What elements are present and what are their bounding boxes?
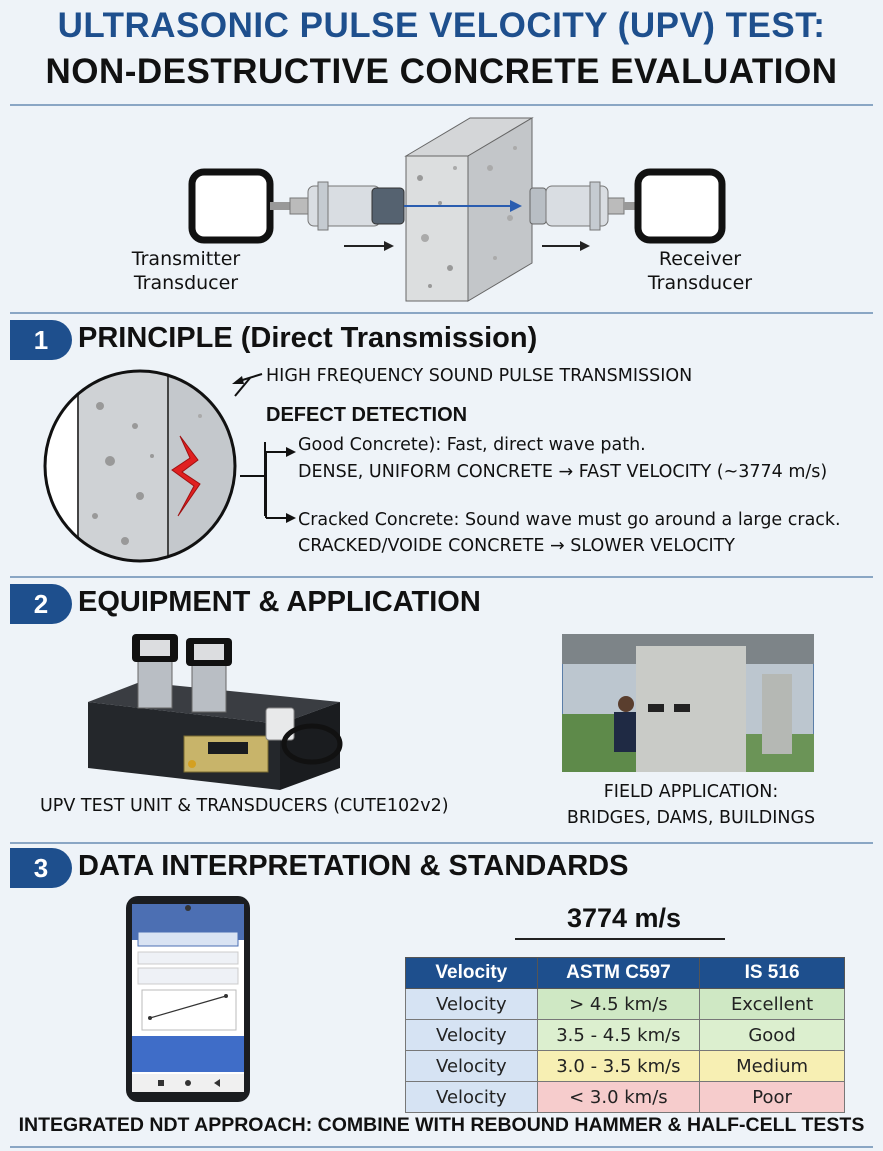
good-concrete-line2: DENSE, UNIFORM CONCRETE → FAST VELOCITY … xyxy=(298,462,828,482)
section-2-badge: 2 xyxy=(10,584,72,624)
section-3-title: DATA INTERPRETATION & STANDARDS xyxy=(78,850,629,882)
table-cell: Good xyxy=(699,1019,845,1051)
reading-underline xyxy=(515,938,725,940)
table-cell: < 3.0 km/s xyxy=(536,1081,701,1113)
cracked-concrete-line2: CRACKED/VOIDE CONCRETE → SLOWER VELOCITY xyxy=(298,536,735,556)
divider xyxy=(10,104,873,106)
table-row: Velocity > 4.5 km/s Excellent xyxy=(405,988,845,1020)
defect-detection-heading: DEFECT DETECTION xyxy=(266,404,468,426)
table-header-row: Velocity ASTM C597 IS 516 xyxy=(405,957,845,989)
upv-test-unit-illustration xyxy=(88,634,343,790)
table-row: Velocity < 3.0 km/s Poor xyxy=(405,1081,845,1113)
velocity-standards-table: Velocity ASTM C597 IS 516 Velocity > 4.5… xyxy=(405,957,845,1113)
transmitter-handle-icon xyxy=(188,168,274,244)
main-title-line2: NON-DESTRUCTIVE CONCRETE EVALUATION xyxy=(45,52,838,91)
table-cell: Velocity xyxy=(405,988,538,1020)
table-header-cell: ASTM C597 xyxy=(536,957,701,989)
receiver-transducer-icon xyxy=(529,181,609,231)
table-header-cell: IS 516 xyxy=(699,957,845,989)
section-3-badge: 3 xyxy=(10,848,72,888)
section-1-badge: 1 xyxy=(10,320,72,360)
crack-icon xyxy=(171,435,201,517)
field-caption-line1: FIELD APPLICATION: xyxy=(603,782,779,802)
table-cell: Velocity xyxy=(405,1019,538,1051)
pulse-pointer-arrow-icon xyxy=(232,373,263,384)
transmitter-label-line1: Transmitter xyxy=(131,248,241,270)
receiver-handle-icon xyxy=(634,168,726,244)
divider xyxy=(10,1146,873,1148)
table-header-cell: Velocity xyxy=(405,957,538,989)
divider xyxy=(10,576,873,578)
transmitter-transducer-icon xyxy=(307,181,405,231)
upv-unit-caption: UPV TEST UNIT & TRANSDUCERS (CUTE102v2) xyxy=(40,796,449,816)
table-cell: Medium xyxy=(699,1050,845,1082)
smartphone-app-illustration xyxy=(126,896,250,1102)
receiver-label-line2: Transducer xyxy=(647,272,753,294)
divider xyxy=(10,312,873,314)
table-row: Velocity 3.5 - 4.5 km/s Good xyxy=(405,1019,845,1051)
velocity-reading: 3774 m/s xyxy=(566,903,682,933)
table-cell: 3.0 - 3.5 km/s xyxy=(536,1050,701,1082)
footer-note: INTEGRATED NDT APPROACH: COMBINE WITH RE… xyxy=(18,1114,865,1136)
table-cell: Excellent xyxy=(699,988,845,1020)
cracked-concrete-line1: Cracked Concrete: Sound wave must go aro… xyxy=(298,510,841,530)
section-2-title: EQUIPMENT & APPLICATION xyxy=(78,586,481,618)
table-row: Velocity 3.0 - 3.5 km/s Medium xyxy=(405,1050,845,1082)
defect-branch-arrows-icon xyxy=(265,447,296,523)
concrete-block-icon xyxy=(404,117,534,302)
divider xyxy=(10,842,873,844)
table-cell: Poor xyxy=(699,1081,845,1113)
receiver-label-line1: Receiver xyxy=(658,248,742,270)
main-title-line1: ULTRASONIC PULSE VELOCITY (UPV) TEST: xyxy=(57,6,826,45)
good-concrete-line1: Good Concrete): Fast, direct wave path. xyxy=(298,435,646,455)
table-cell: > 4.5 km/s xyxy=(536,988,701,1020)
field-caption-line2: BRIDGES, DAMS, BUILDINGS xyxy=(566,808,816,828)
transducer-setup-diagram xyxy=(188,117,726,302)
table-cell: Velocity xyxy=(405,1081,538,1113)
crack-cross-section-diagram xyxy=(43,369,266,563)
table-cell: 3.5 - 4.5 km/s xyxy=(536,1019,701,1051)
table-cell: Velocity xyxy=(405,1050,538,1082)
field-application-photo xyxy=(562,634,814,772)
transmitter-label-line2: Transducer xyxy=(133,272,239,294)
pulse-transmission-label: HIGH FREQUENCY SOUND PULSE TRANSMISSION xyxy=(266,366,693,386)
section-1-title: PRINCIPLE (Direct Transmission) xyxy=(78,322,538,354)
